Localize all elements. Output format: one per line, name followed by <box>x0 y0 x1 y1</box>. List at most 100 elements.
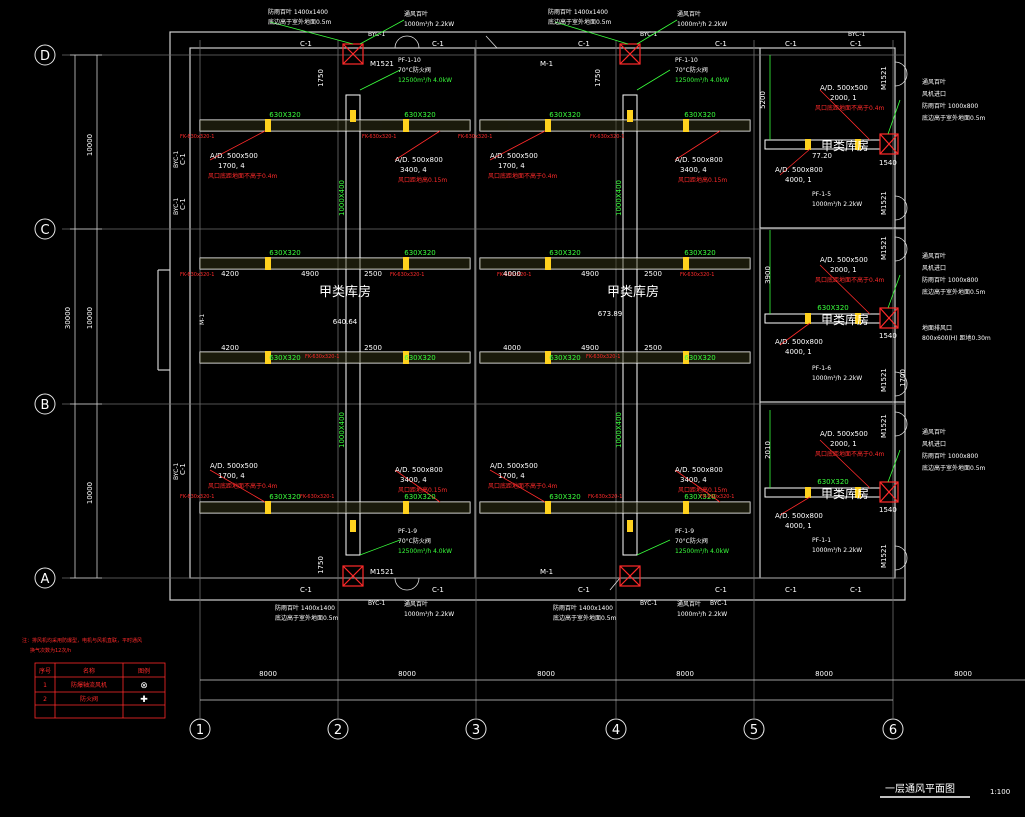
room-area-left: 640.64 <box>333 318 358 326</box>
svg-text:M1521: M1521 <box>370 568 394 576</box>
axis-A: A <box>41 572 50 587</box>
svg-text:630X320: 630X320 <box>549 354 581 362</box>
svg-text:风口距地高0.15m: 风口距地高0.15m <box>398 176 447 184</box>
svg-text:1700, 4: 1700, 4 <box>498 162 525 170</box>
svg-text:630X320: 630X320 <box>404 111 436 119</box>
col-dim-3: 8000 <box>537 670 555 678</box>
axis-1: 1 <box>196 723 204 738</box>
svg-text:底边高于室外地面0.5m: 底边高于室外地面0.5m <box>553 614 617 622</box>
col-dim-1: 8000 <box>259 670 277 678</box>
svg-text:630X320: 630X320 <box>817 304 849 312</box>
svg-text:底边高于室外地面0.5m: 底边高于室外地面0.5m <box>268 18 332 26</box>
small-room-area: 77.20 <box>812 152 832 160</box>
axis-D: D <box>40 49 50 64</box>
svg-text:3400, 4: 3400, 4 <box>680 166 707 174</box>
svg-text:C-1: C-1 <box>715 586 727 594</box>
svg-text:2000, 1: 2000, 1 <box>830 440 857 448</box>
svg-text:A/D. 500x500: A/D. 500x500 <box>490 152 538 160</box>
svg-text:地面排风口: 地面排风口 <box>922 324 952 332</box>
row-dim-2: 10000 <box>86 307 94 329</box>
svg-text:C-1: C-1 <box>179 463 187 475</box>
svg-text:FK-630x320-1: FK-630x320-1 <box>586 354 620 360</box>
svg-text:PF-1-10: PF-1-10 <box>398 57 421 64</box>
svg-text:C-1: C-1 <box>578 586 590 594</box>
room-name-left: 甲类库房 <box>319 284 371 300</box>
svg-text:1000X400: 1000X400 <box>615 412 623 448</box>
svg-text:3400, 4: 3400, 4 <box>400 166 427 174</box>
svg-text:1540: 1540 <box>879 506 897 514</box>
svg-text:C-1: C-1 <box>179 153 187 165</box>
grid-lines <box>62 40 905 718</box>
svg-text:2000, 1: 2000, 1 <box>830 94 857 102</box>
svg-text:1000m³/h 2.2kW: 1000m³/h 2.2kW <box>404 611 454 618</box>
svg-text:通风百叶: 通风百叶 <box>404 10 428 18</box>
svg-text:通风百叶: 通风百叶 <box>922 428 946 436</box>
svg-text:4000: 4000 <box>503 270 521 278</box>
svg-text:630X320: 630X320 <box>404 249 436 257</box>
svg-text:FK-630x320-1: FK-630x320-1 <box>300 494 334 500</box>
svg-text:M1521: M1521 <box>880 66 888 90</box>
svg-text:1000m³/h 2.2kW: 1000m³/h 2.2kW <box>677 611 727 618</box>
col-dim-4: 8000 <box>676 670 694 678</box>
drawing-title: 一层通风平面图 <box>885 783 955 795</box>
legend-row1-sym: ⊗ <box>140 681 148 691</box>
svg-text:FK-630x320-1: FK-630x320-1 <box>700 494 734 500</box>
svg-text:A/D. 500x800: A/D. 500x800 <box>775 166 823 174</box>
legend-head-no: 序号 <box>39 667 51 675</box>
svg-text:4000: 4000 <box>503 344 521 352</box>
svg-text:1000m³/h 2.2kW: 1000m³/h 2.2kW <box>404 21 454 28</box>
fan-notes: 防雨百叶 1400x1400 底边高于室外地面0.5m 通风百叶 1000m³/… <box>268 8 991 622</box>
svg-text:1750: 1750 <box>594 69 602 87</box>
air-diffuser-notes: A/D. 500x500 1700, 4 风口底距地面不高于0.4m A/D. … <box>208 84 885 530</box>
legend-head-name: 名称 <box>83 667 95 675</box>
svg-text:630X320: 630X320 <box>684 249 716 257</box>
fire-dampers <box>265 110 861 532</box>
svg-text:4200: 4200 <box>221 344 239 352</box>
svg-text:1540: 1540 <box>879 332 897 340</box>
svg-text:风口底距地面不高于0.4m: 风口底距地面不高于0.4m <box>208 172 278 180</box>
svg-text:630X320: 630X320 <box>269 354 301 362</box>
svg-text:C-1: C-1 <box>850 586 862 594</box>
svg-text:FK-630x320-1: FK-630x320-1 <box>680 272 714 278</box>
svg-text:通风百叶: 通风百叶 <box>677 600 701 608</box>
svg-text:1700, 4: 1700, 4 <box>218 472 245 480</box>
svg-text:风口距地高0.15m: 风口距地高0.15m <box>678 176 727 184</box>
svg-text:防雨百叶 1400x1400: 防雨百叶 1400x1400 <box>268 8 328 16</box>
svg-text:防雨百叶 1000x800: 防雨百叶 1000x800 <box>922 276 978 284</box>
svg-text:4900: 4900 <box>301 270 319 278</box>
svg-text:630X320: 630X320 <box>684 111 716 119</box>
svg-text:630X320: 630X320 <box>269 249 301 257</box>
svg-text:C-1: C-1 <box>300 40 312 48</box>
axis-5: 5 <box>750 723 758 738</box>
svg-text:风口底距地面不高于0.4m: 风口底距地面不高于0.4m <box>815 450 885 458</box>
svg-text:FK-630x320-1: FK-630x320-1 <box>180 134 214 140</box>
svg-text:C-1: C-1 <box>578 40 590 48</box>
svg-text:BYC-1: BYC-1 <box>640 31 657 38</box>
svg-text:BYC-1: BYC-1 <box>848 31 865 38</box>
svg-text:防雨百叶 1400x1400: 防雨百叶 1400x1400 <box>553 604 613 612</box>
svg-text:A/D. 500x500: A/D. 500x500 <box>820 256 868 264</box>
legend-row2-no: 2 <box>43 696 47 703</box>
axis-C: C <box>40 223 49 238</box>
legend-row1-name: 防爆轴流风机 <box>71 681 107 689</box>
svg-text:1000m³/h 2.2kW: 1000m³/h 2.2kW <box>812 547 862 554</box>
svg-text:4900: 4900 <box>581 270 599 278</box>
svg-text:PF-1-1: PF-1-1 <box>812 537 831 544</box>
svg-text:FK-630x320-1: FK-630x320-1 <box>390 272 424 278</box>
duct-fill <box>200 120 750 513</box>
svg-text:4000, 1: 4000, 1 <box>785 176 812 184</box>
col-dimension-chain <box>200 679 1025 701</box>
svg-text:630X320: 630X320 <box>269 111 301 119</box>
svg-text:风口底距地面不高于0.4m: 风口底距地面不高于0.4m <box>488 482 558 490</box>
svg-text:4000, 1: 4000, 1 <box>785 348 812 356</box>
svg-text:PF-1-5: PF-1-5 <box>812 191 831 198</box>
room-name-right: 甲类库房 <box>607 284 659 300</box>
svg-text:BYC-1: BYC-1 <box>368 600 385 607</box>
svg-text:1000m³/h 2.2kW: 1000m³/h 2.2kW <box>812 201 862 208</box>
legend-row1-no: 1 <box>43 682 47 689</box>
svg-text:630X320: 630X320 <box>549 249 581 257</box>
svg-text:风口距地高0.15m: 风口距地高0.15m <box>398 486 447 494</box>
svg-text:3400, 4: 3400, 4 <box>680 476 707 484</box>
svg-text:M-1: M-1 <box>540 568 553 576</box>
svg-text:1700: 1700 <box>899 369 907 387</box>
